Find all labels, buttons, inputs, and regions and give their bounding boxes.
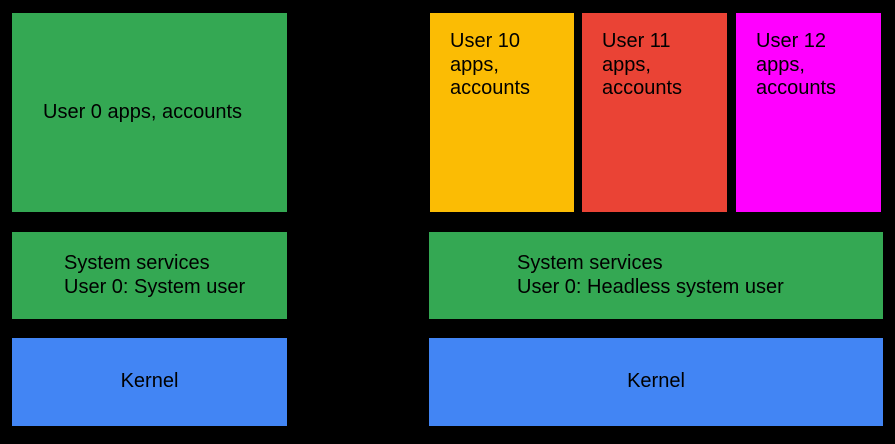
user11-line-1: User 11: [602, 30, 671, 52]
user11-line-3: accounts: [602, 77, 683, 99]
left-user0-apps-label: User 0 apps, accounts: [43, 100, 242, 123]
right-user11-apps-box: User 11 apps, accounts: [582, 13, 727, 212]
user12-line-3: accounts: [756, 77, 837, 99]
user12-line-1: User 12: [756, 30, 827, 52]
user10-line-1: User 10: [450, 30, 521, 52]
right-kernel-label: Kernel: [627, 370, 685, 393]
user10-line-2: apps,: [450, 53, 499, 76]
right-system-services-box: System services User 0: Headless system …: [429, 232, 883, 319]
left-system-services-box: System services User 0: System user: [12, 232, 287, 319]
user12-line-2: apps,: [756, 53, 805, 76]
right-kernel-box: Kernel: [429, 338, 883, 426]
right-system-services-label: System services: [517, 252, 663, 274]
left-kernel-label: Kernel: [120, 370, 179, 393]
left-system-services-label: System services: [64, 252, 210, 274]
right-user12-apps-box: User 12 apps, accounts: [736, 13, 881, 212]
user11-line-2: apps,: [602, 53, 651, 76]
left-kernel-box: Kernel: [12, 338, 287, 426]
right-headless-system-user-label: User 0: Headless system user: [517, 275, 784, 298]
user10-line-3: accounts: [450, 77, 531, 99]
left-system-user-label: User 0: System user: [64, 275, 246, 298]
left-user0-apps-box: User 0 apps, accounts: [12, 13, 287, 212]
right-user10-apps-box: User 10 apps, accounts: [430, 13, 574, 212]
